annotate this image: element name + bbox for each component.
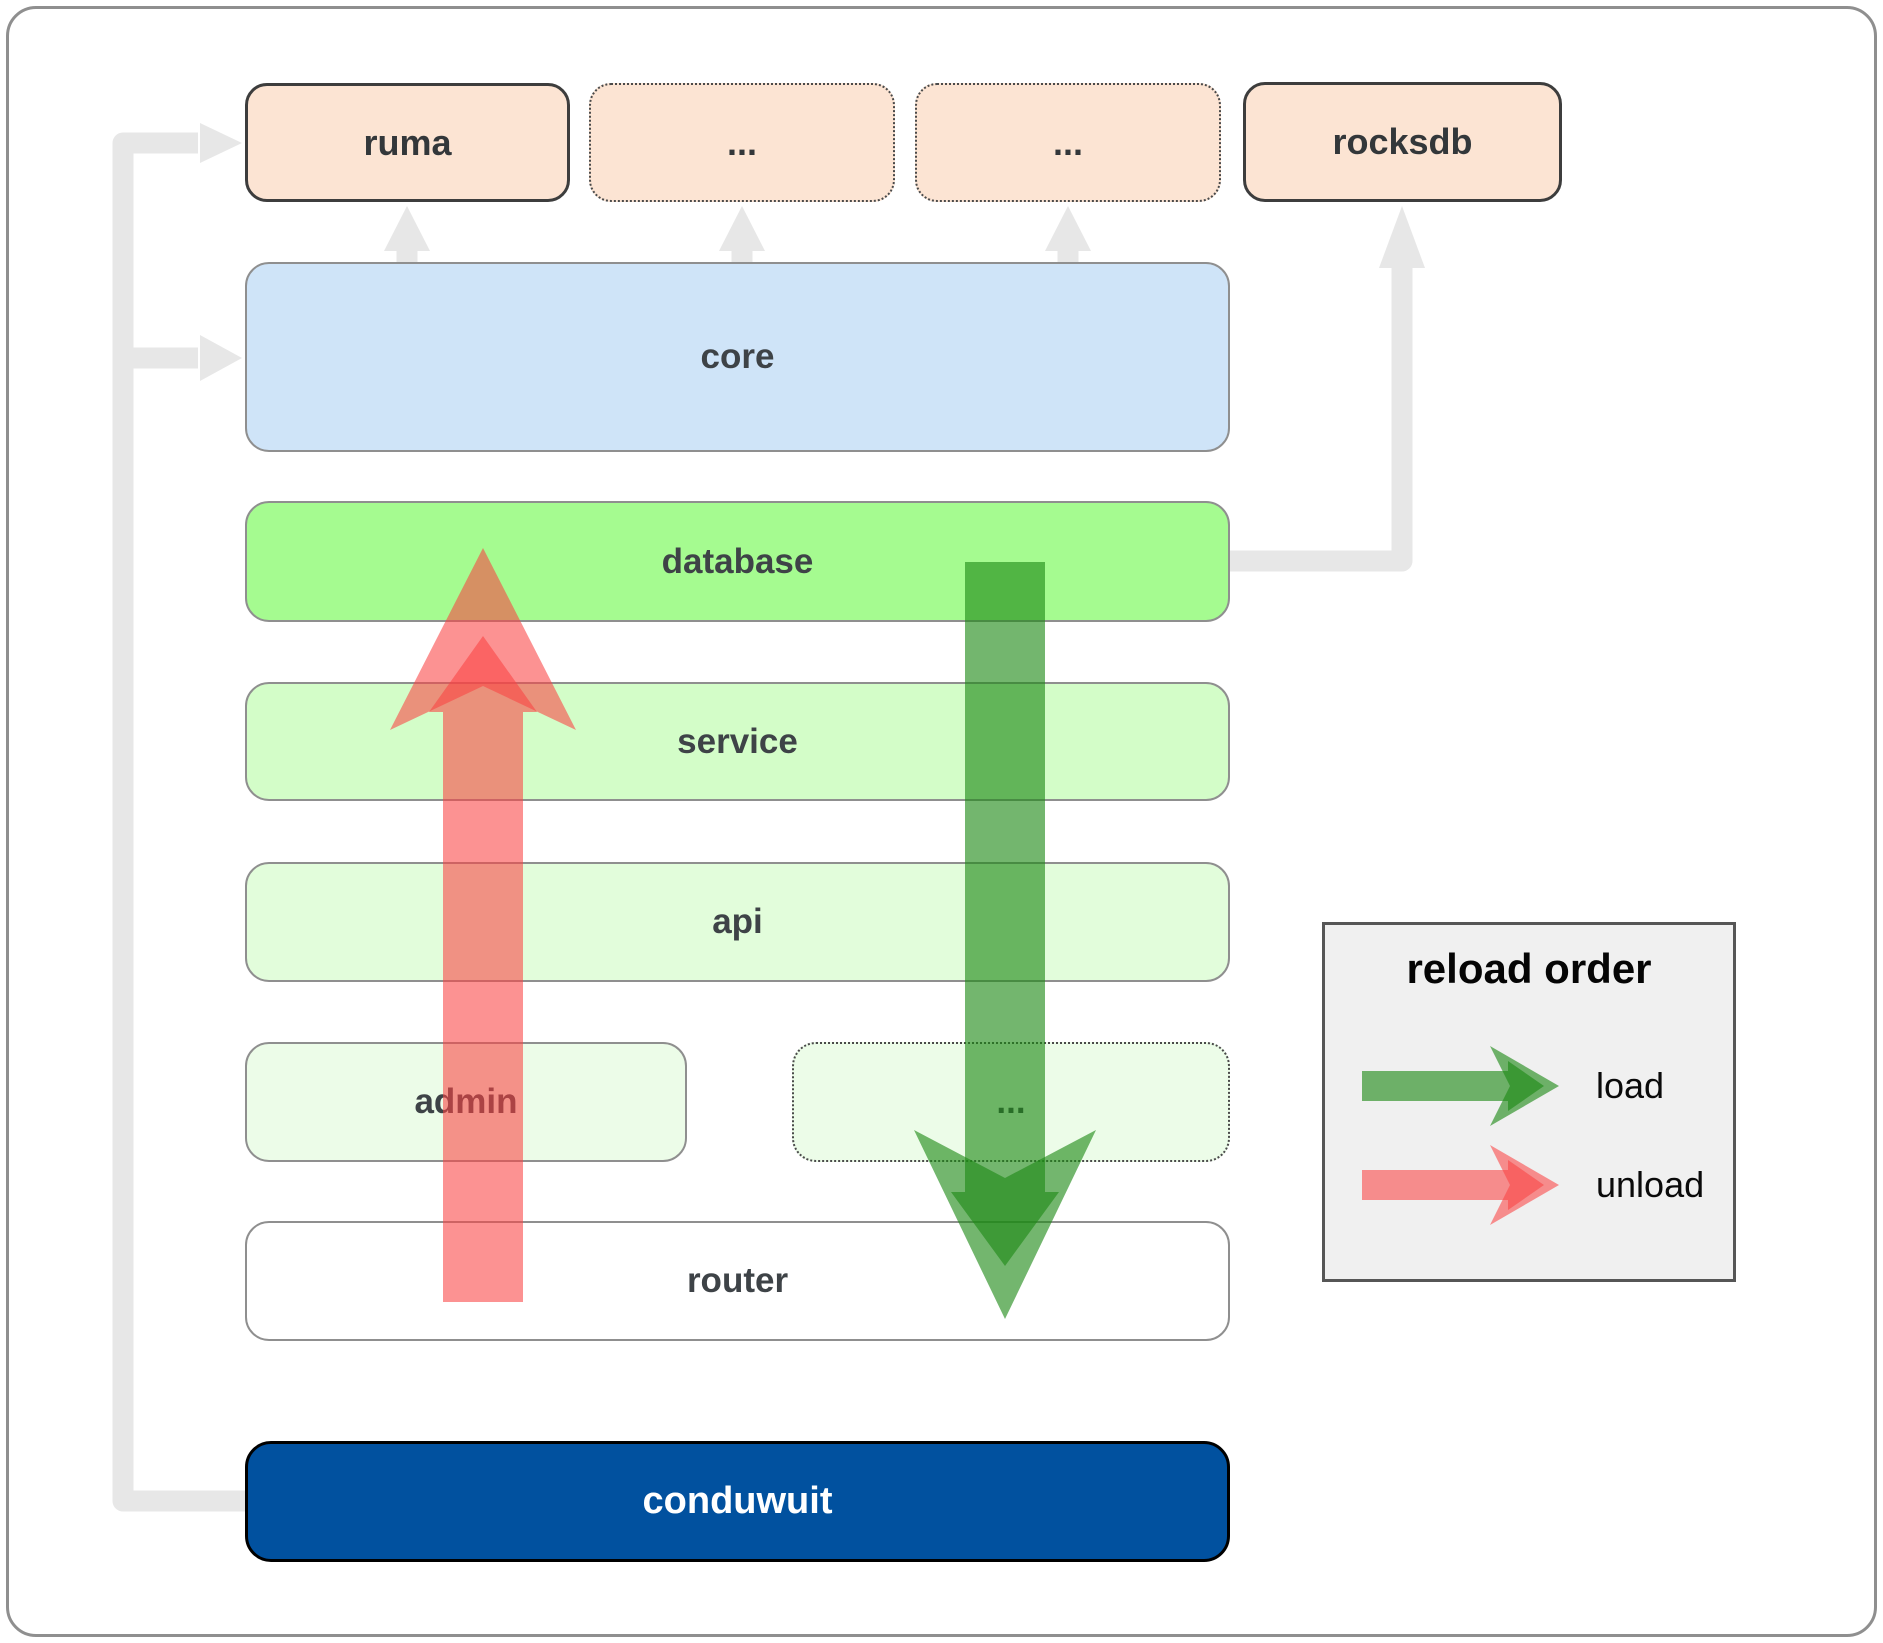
legend-load-arrow-icon (1362, 1046, 1559, 1126)
ellipsis-label-1: ... (726, 121, 757, 163)
box-ellipsis-service: ... (792, 1042, 1230, 1162)
router-label: router (686, 1261, 789, 1300)
legend-unload-label: unload (1596, 1164, 1705, 1205)
service-label: service (677, 721, 798, 761)
box-router: router (245, 1221, 1230, 1341)
box-core: core (245, 262, 1230, 452)
box-admin: admin (245, 1042, 687, 1162)
box-conduwuit: conduwuit (245, 1441, 1230, 1562)
box-ellipsis-crate-2: ... (915, 83, 1221, 202)
ellipsis-label-3: ... (996, 1082, 1026, 1121)
box-database: database (245, 501, 1230, 622)
legend-title: reload order (1406, 945, 1652, 992)
core-label: core (700, 337, 775, 376)
ruma-label: ruma (363, 121, 452, 163)
api-label: api (712, 902, 763, 941)
ellipsis-label-2: ... (1052, 121, 1083, 163)
legend-unload-arrow-icon (1362, 1145, 1559, 1225)
box-ellipsis-crate-1: ... (589, 83, 895, 202)
outer-frame (6, 6, 1877, 1637)
database-label: database (661, 541, 814, 581)
legend: reload order load unload (1322, 922, 1736, 1282)
conduwuit-label: conduwuit (642, 1480, 833, 1522)
rocksdb-label: rocksdb (1332, 121, 1473, 162)
legend-load-label: load (1596, 1065, 1665, 1106)
box-rocksdb: rocksdb (1243, 82, 1562, 202)
box-ruma: ruma (245, 83, 570, 202)
box-api: api (245, 862, 1230, 982)
box-service: service (245, 682, 1230, 801)
admin-label: admin (414, 1082, 518, 1121)
